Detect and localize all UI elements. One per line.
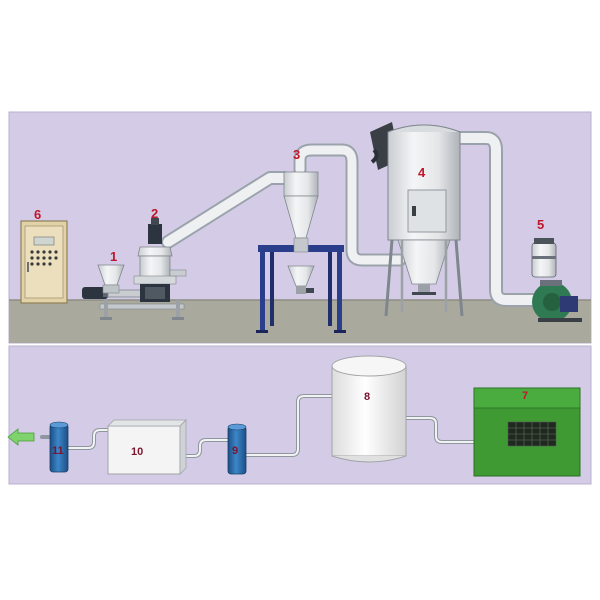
cyclone-separator — [256, 171, 346, 333]
control-cabinet — [20, 220, 68, 304]
label-7: 7 — [522, 390, 528, 402]
label-11: 11 — [52, 445, 64, 457]
label-10: 10 — [131, 446, 143, 458]
label-2: 2 — [151, 206, 158, 221]
label-1: 1 — [110, 249, 117, 264]
dust-collector — [370, 122, 464, 317]
label-4: 4 — [418, 165, 426, 180]
blue-tank-11 — [49, 421, 69, 473]
upper-pipework — [161, 131, 547, 307]
label-8: 8 — [364, 391, 370, 403]
storage-tank-8 — [331, 355, 407, 463]
label-6: 6 — [34, 207, 41, 222]
green-unit-7 — [473, 387, 581, 477]
label-3: 3 — [293, 147, 300, 162]
label-5: 5 — [537, 217, 544, 232]
blue-tank-9 — [227, 423, 247, 475]
white-box-10 — [107, 419, 187, 475]
screw-feeder — [82, 264, 185, 320]
lower-pipework — [40, 394, 478, 458]
grinding-mill — [133, 218, 187, 302]
number-labels: 1 2 3 4 5 6 7 8 9 10 11 — [34, 147, 544, 458]
arrow-left-icon — [7, 428, 35, 446]
label-9: 9 — [232, 445, 238, 457]
induced-fan — [531, 238, 582, 322]
